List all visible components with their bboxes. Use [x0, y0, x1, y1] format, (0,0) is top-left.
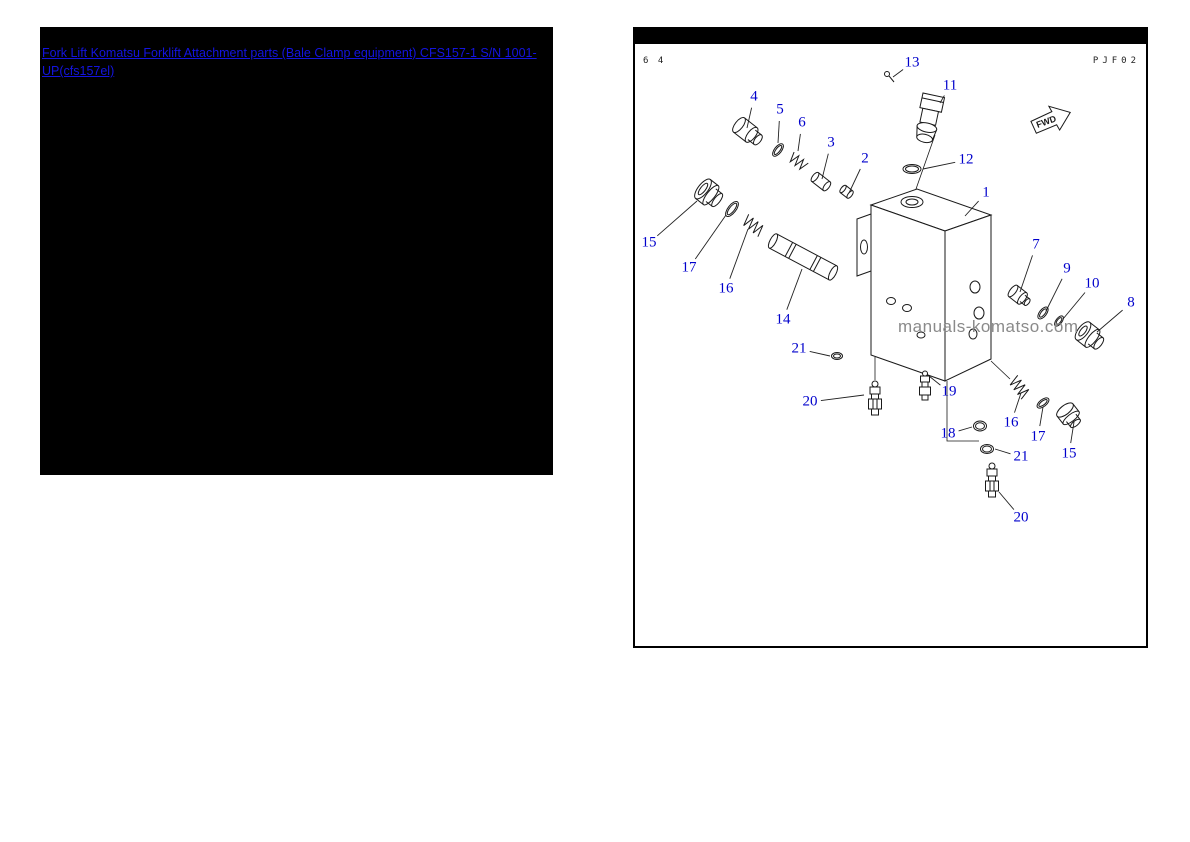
- part-oring-17b: [1036, 397, 1050, 409]
- part-fitting-20b: [985, 462, 999, 498]
- watermark-text: manuals-komatso.com: [898, 317, 1079, 336]
- part-plug-4: [732, 116, 763, 146]
- left-black-panel: Fork Lift Komatsu Forklift Attachment pa…: [40, 27, 553, 475]
- part-valve-body-1: [856, 188, 993, 382]
- part-fitting-19: [919, 370, 931, 401]
- part-spring-16b: [1009, 374, 1030, 400]
- part-spring-6: [789, 151, 809, 171]
- diagram-top-bar: [635, 29, 1146, 44]
- part-plug-15b: [1056, 402, 1081, 429]
- part-plug-15: [694, 178, 724, 208]
- plate-code: PJF02: [1092, 56, 1140, 66]
- part-fitting-20: [868, 380, 882, 416]
- part-oring-21: [831, 352, 843, 360]
- part-solenoid-11: [916, 92, 946, 144]
- part-pin-3: [810, 171, 832, 192]
- part-oring-17: [725, 200, 739, 218]
- leader-lines: [657, 69, 1123, 510]
- parts-catalog-link[interactable]: Fork Lift Komatsu Forklift Attachment pa…: [42, 46, 537, 78]
- part-spring-16: [743, 214, 764, 237]
- part-oring-5: [772, 143, 784, 157]
- part-seat-2: [839, 184, 854, 199]
- part-oring-21b: [980, 444, 994, 454]
- parts-diagram-frame: 6 4 PJF02: [633, 27, 1148, 648]
- part-oring-10: [1054, 315, 1064, 327]
- exploded-parts-drawing: FWD: [657, 69, 1123, 510]
- part-spool-14: [767, 233, 839, 281]
- part-oring-12: [902, 164, 922, 174]
- part-screw-13: [884, 71, 895, 83]
- part-oring-18: [973, 420, 987, 432]
- fwd-arrow-icon: FWD: [1030, 105, 1072, 134]
- page-number: 6 4: [643, 56, 666, 66]
- part-plug-7: [1007, 284, 1031, 306]
